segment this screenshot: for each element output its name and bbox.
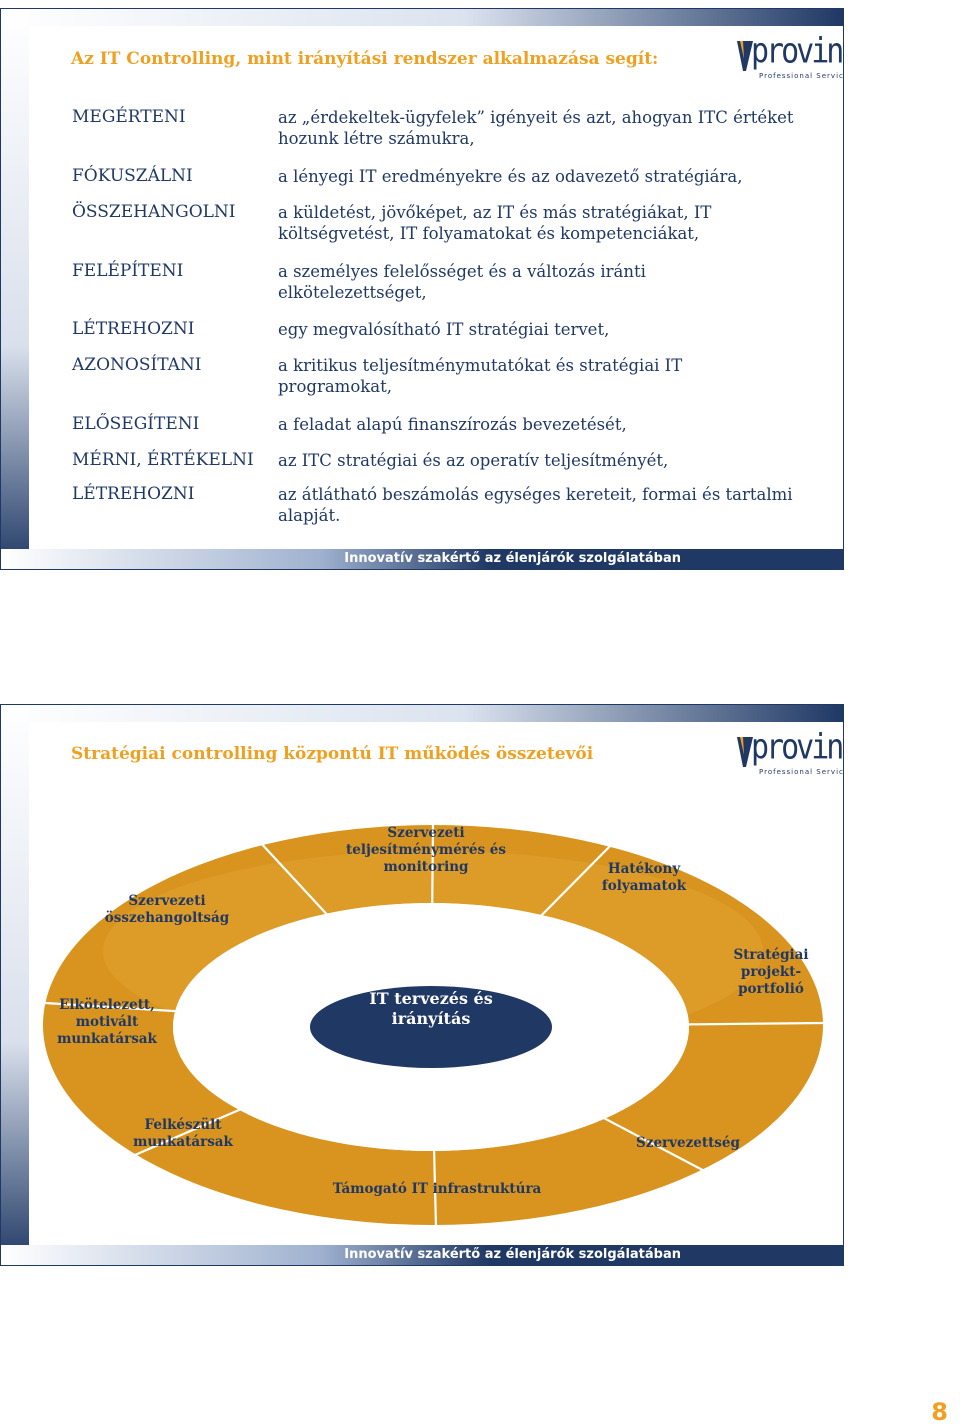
row-description: az „érdekeltek-ügyfelek” igényeit és azt… <box>278 108 794 148</box>
segment-label: Szervezeti összehangoltság <box>104 893 230 926</box>
segment-label: Felkészült munkatársak <box>133 1117 233 1150</box>
row-description: az átlátható beszámolás egységes keretei… <box>278 485 793 525</box>
row-verb: AZONOSÍTANI <box>72 355 202 375</box>
row-verb: LÉTREHOZNI <box>72 319 195 339</box>
segment-label: Hatékony folyamatok <box>601 861 687 894</box>
row-verb: FELÉPÍTENI <box>72 261 184 281</box>
footer-slogan: Innovatív szakértő az élenjárók szolgála… <box>344 551 681 566</box>
logo-wordmark: province <box>751 727 843 768</box>
page-number: 8 <box>931 1398 948 1426</box>
slide-it-controlling-benefits: Az IT Controlling, mint irányítási rends… <box>0 8 844 570</box>
ring-band <box>43 825 823 1225</box>
row-verb: LÉTREHOZNI <box>72 484 195 504</box>
top-gradient-stripe <box>1 705 843 722</box>
hub-ellipse <box>310 986 552 1068</box>
row-description: az ITC stratégiai és az operatív teljesí… <box>278 451 669 470</box>
row-verb: MEGÉRTENI <box>72 107 186 127</box>
top-gradient-stripe <box>1 9 843 26</box>
row-verb: MÉRNI, ÉRTÉKELNI <box>72 450 254 470</box>
logo-tagline: Professional Services <box>759 768 844 776</box>
row-description: a feladat alapú finanszírozás bevezetésé… <box>278 415 627 434</box>
province-logo: province Professional Services <box>737 34 843 85</box>
province-logo-mark-icon <box>737 737 753 767</box>
footer-slogan: Innovatív szakértő az élenjárók szolgála… <box>344 1247 681 1262</box>
hub-label: IT tervezés és irányítás <box>369 989 493 1028</box>
ring-diagram-svg <box>43 824 824 1228</box>
slide-title: Az IT Controlling, mint irányítási rends… <box>71 49 659 69</box>
row-verb: ELŐSEGÍTENI <box>72 414 200 434</box>
segment-label: Elkötelezett, motivált munkatársak <box>57 997 157 1047</box>
row-description: a lényegi IT eredményekre és az odavezet… <box>278 167 743 186</box>
footer-bar: Innovatív szakértő az élenjárók szolgála… <box>1 549 843 569</box>
province-logo: province Professional Services <box>737 730 843 781</box>
logo-wordmark: province <box>751 31 843 72</box>
slide-strategic-controlling: Stratégiai controlling központú IT működ… <box>0 704 844 1266</box>
row-description: egy megvalósítható IT stratégiai tervet, <box>278 320 610 339</box>
province-logo-mark-icon <box>737 41 753 71</box>
row-description: a kritikus teljesítménymutatókat és stra… <box>278 356 683 396</box>
segment-label: Stratégiai projekt-portfolió <box>733 947 809 997</box>
segment-label: Szervezettség <box>636 1135 740 1151</box>
slide-title: Stratégiai controlling központú IT működ… <box>71 744 594 764</box>
left-gradient-stripe <box>1 9 29 569</box>
components-ring-diagram: IT tervezés és irányítás Szervezeti telj… <box>31 801 843 1241</box>
segment-label: Szervezeti teljesítménymérés és monitori… <box>346 825 506 875</box>
row-description: a személyes felelősséget és a változás i… <box>278 262 646 302</box>
row-verb: ÖSSZEHANGOLNI <box>72 202 236 222</box>
footer-bar: Innovatív szakértő az élenjárók szolgála… <box>1 1245 843 1265</box>
logo-tagline: Professional Services <box>759 72 844 80</box>
segment-label: Támogató IT infrastruktúra <box>332 1181 542 1197</box>
row-description: a küldetést, jövőképet, az IT és más str… <box>278 203 712 243</box>
row-verb: FÓKUSZÁLNI <box>72 166 193 186</box>
left-gradient-stripe <box>1 705 29 1265</box>
